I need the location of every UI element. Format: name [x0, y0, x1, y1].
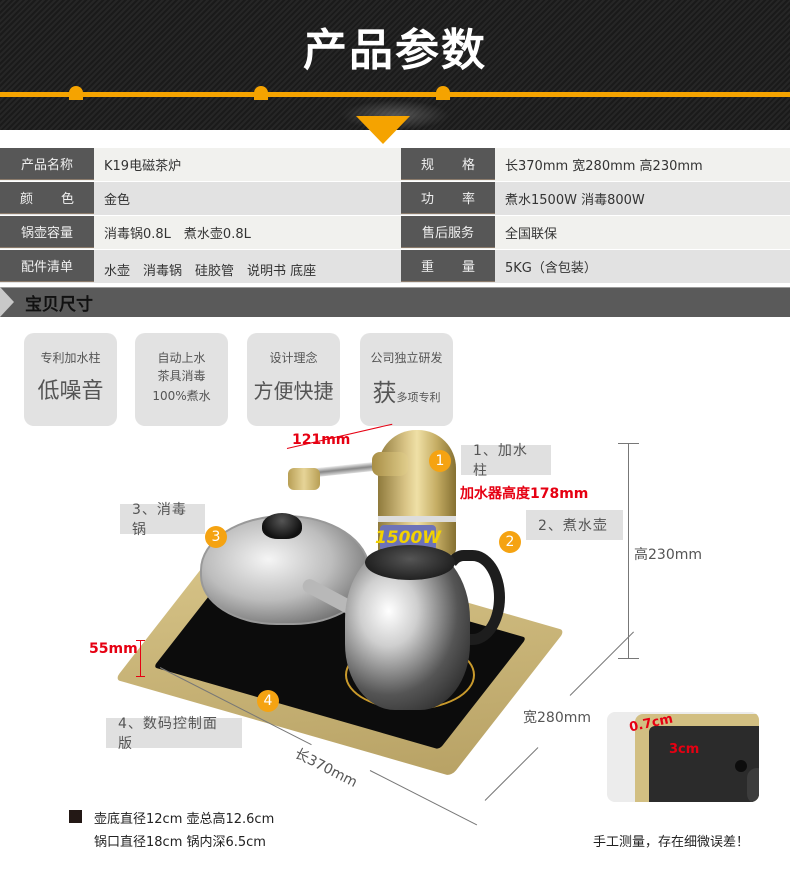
header-banner: 产品参数: [0, 0, 790, 130]
spec-label: 锅壶容量: [0, 216, 94, 248]
spec-value: 金色: [104, 192, 131, 208]
spec-row-power: 功 率 煮水1500W 消毒800W: [395, 182, 790, 215]
spec-label: 颜 色: [0, 182, 94, 214]
spec-value: 水壶 消毒锅 硅胶管 说明书 底座: [104, 263, 317, 279]
feature-caption: 专利加水柱: [40, 351, 101, 365]
spec-label: 规 格: [401, 148, 495, 180]
kettle-handle: [440, 550, 505, 645]
spec-label-part: 功: [421, 192, 435, 207]
base-height-tick: [136, 676, 145, 677]
spec-row-accessories: 配件清单 水壶 消毒锅 硅胶管 说明书 底座: [0, 250, 395, 283]
spec-label: 重 量: [401, 250, 495, 282]
label-kettle: 2、煮水壶: [526, 510, 623, 540]
feature-caption: 公司独立研发: [370, 351, 443, 365]
spec-value: K19电磁茶炉: [104, 158, 182, 174]
note-bullet-icon: [69, 810, 82, 823]
spec-row-service: 售后服务 全国联保: [395, 216, 790, 249]
pump-arm-head: [288, 468, 320, 490]
feature-suffix: 多项专利: [396, 391, 441, 404]
feature-headline: 低噪音: [37, 379, 104, 404]
spec-label-part: 格: [461, 158, 475, 173]
feature-headline: 获: [372, 379, 397, 407]
page-title: 产品参数: [303, 25, 487, 76]
inset-knob: [747, 768, 759, 802]
spec-label: 配件清单: [0, 250, 94, 282]
measurement-disclaimer: 手工测量，存在细微误差！: [593, 835, 750, 850]
feature-card-patents: 公司独立研发 获多项专利: [360, 333, 453, 426]
section-title: 宝贝尺寸: [25, 295, 93, 315]
badge-3: 3: [205, 526, 227, 548]
feature-line: 茶具消毒: [157, 369, 206, 383]
spec-label: 产品名称: [0, 148, 94, 180]
inset-hole: [735, 760, 747, 772]
base-height-line: [140, 640, 141, 676]
height-label: 高230mm: [634, 547, 702, 563]
spec-label-part: 色: [60, 192, 74, 207]
width-label: 宽280mm: [523, 710, 591, 726]
kettle-lid: [365, 545, 455, 580]
edge-detail-photo: 0.7cm 3cm: [607, 712, 759, 802]
note-kettle-dims: 壶底直径12cm 壶总高12.6cm: [94, 812, 275, 827]
down-arrow-icon: [356, 116, 410, 144]
spec-row-capacity: 锅壶容量 消毒锅0.8L 煮水壶0.8L: [0, 216, 395, 249]
label-control-panel: 4、数码控制面版: [106, 716, 242, 752]
feature-line: 自动上水: [157, 351, 206, 365]
spec-row-product-name: 产品名称 K19电磁茶炉: [0, 148, 395, 181]
height-tick-top: [618, 443, 639, 444]
spec-value: 全国联保: [505, 226, 558, 242]
feature-card-low-noise: 专利加水柱 低噪音: [24, 333, 117, 426]
badge-1: 1: [429, 450, 451, 472]
note-pot-dims: 锅口直径18cm 锅内深6.5cm: [94, 835, 266, 850]
spec-label-part: 率: [461, 192, 475, 207]
product-diagram: 1500W: [0, 430, 790, 810]
spec-label-part: 量: [461, 260, 475, 275]
spec-label-part: 颜: [20, 192, 34, 207]
feature-caption: 设计理念: [269, 351, 318, 365]
label-pump-column: 1、加水柱: [461, 443, 551, 479]
feature-headline: 方便快捷: [253, 379, 334, 403]
divider-dot: [436, 86, 450, 100]
section-arrow-icon: [0, 287, 14, 317]
pump-joint: [372, 452, 408, 476]
pump-height-label: 加水器高度178mm: [460, 486, 589, 502]
spec-row-color: 颜 色 金色: [0, 182, 395, 215]
arm-length-label: 121mm: [292, 432, 351, 448]
spec-label-part: 规: [421, 158, 435, 173]
spec-label-part: 重: [421, 260, 435, 275]
pot-knob: [262, 513, 302, 539]
divider-dot: [254, 86, 268, 100]
spec-value: 煮水1500W 消毒800W: [505, 192, 645, 208]
base-height-label: 55mm: [89, 641, 138, 657]
spec-row-weight: 重 量 5KG（含包装）: [395, 250, 790, 283]
banner-divider: [0, 92, 790, 97]
spec-value: 5KG（含包装）: [505, 260, 597, 276]
height-tick-bottom: [618, 658, 639, 659]
power-badge: 1500W: [375, 525, 441, 551]
spec-label: 功 率: [401, 182, 495, 214]
pump-band: [378, 516, 456, 522]
section-header: [0, 287, 790, 317]
feature-card-auto-water: 自动上水 茶具消毒 100%煮水: [135, 333, 228, 426]
height-dimension-line: [628, 443, 629, 658]
badge-4: 4: [257, 690, 279, 712]
spec-value: 长370mm 宽280mm 高230mm: [505, 158, 703, 174]
spec-label: 售后服务: [401, 216, 495, 248]
divider-dot: [69, 86, 83, 100]
base-height-tick: [136, 640, 145, 641]
spec-row-size: 规 格 长370mm 宽280mm 高230mm: [395, 148, 790, 181]
badge-2: 2: [499, 531, 521, 553]
feature-line: 100%煮水: [152, 389, 211, 403]
label-sterilizer-pot: 3、消毒锅: [120, 502, 205, 538]
feature-card-convenient: 设计理念 方便快捷: [247, 333, 340, 426]
edge-depth-label: 3cm: [669, 742, 700, 757]
spec-value: 消毒锅0.8L 煮水壶0.8L: [104, 226, 251, 242]
